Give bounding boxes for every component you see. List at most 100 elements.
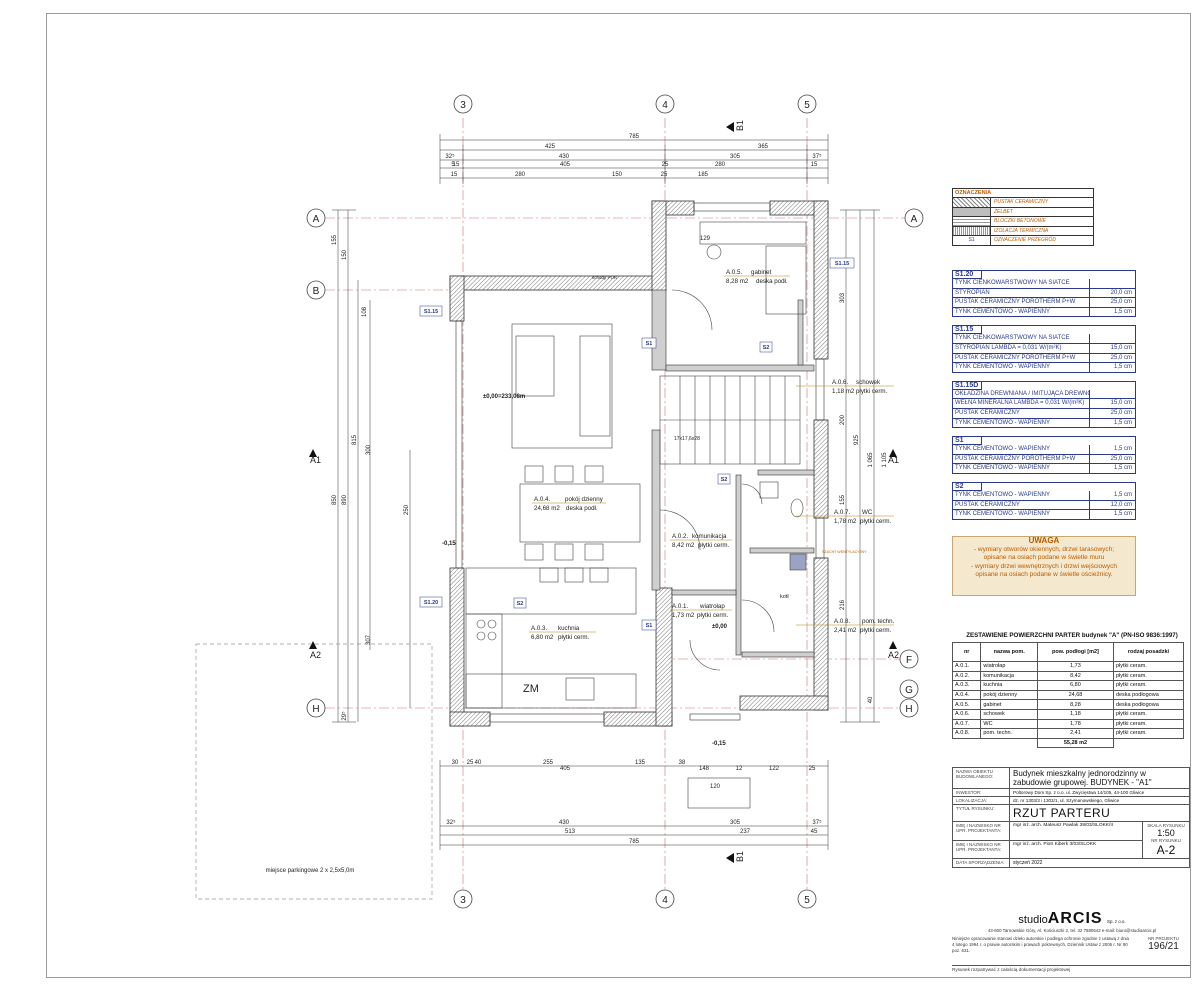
dim: 135 xyxy=(635,760,646,766)
layer-row: TYNK CIENKOWARSTWOWY NA SIATCE xyxy=(953,279,1135,289)
schedule-cell: WC xyxy=(980,718,1038,730)
schedule-cell: kuchnia xyxy=(980,680,1038,691)
schedule-cell: A.0.5. xyxy=(951,699,982,710)
layer-material: PUSTAK CERAMICZNY POROTHERM P+W xyxy=(955,299,1076,306)
dim: 40 xyxy=(475,760,482,766)
schedule-cell: A.0.4. xyxy=(951,689,982,701)
room-floor: płytki cerm. xyxy=(698,542,730,549)
room-area: 1,78 m2 xyxy=(834,518,857,525)
note-title: UWAGA xyxy=(1028,536,1060,545)
schedule-cell: A.0.8. xyxy=(951,728,982,739)
table-row: 55,28 m2 xyxy=(953,737,1184,749)
room-floor: płytki cerm. xyxy=(697,612,729,619)
schedule-header: nr xyxy=(951,642,982,662)
project-number-label: NR PROJEKTU xyxy=(1148,936,1179,941)
room-name-schowek: schowek xyxy=(856,379,881,386)
axis-label-a: A xyxy=(911,214,918,225)
dim: 15 xyxy=(453,162,460,168)
schedule-cell: 8,28 xyxy=(1036,699,1114,710)
room-id-a05: A.0.5. xyxy=(726,269,742,276)
schedule-cell: 1,78 xyxy=(1036,718,1114,730)
schedule-cell: A.0.3. xyxy=(951,680,982,691)
dim: 37⁵ xyxy=(812,153,822,160)
schedule-header: rodzaj posadzki xyxy=(1112,642,1185,662)
dim: 38 xyxy=(679,760,686,766)
dim: 25 xyxy=(467,760,474,766)
studio-logo: studioARCIS Sp. z o.o. 43-600 Tarnowskie… xyxy=(952,910,1192,936)
schedule-cell: płytki ceram. xyxy=(1112,708,1185,720)
room-area: 6,80 m2 xyxy=(531,634,554,641)
tb-label: IMIĘ I NAZWISKO NR UPR. PROJEKTANTA: xyxy=(952,821,1010,841)
room-name-wiatrolap: wiatrołap xyxy=(699,603,725,610)
schedule-header: pow. podłogi [m2] xyxy=(1036,642,1114,662)
axis-bubbles-side xyxy=(306,208,924,718)
section-label-a2: A2 xyxy=(888,650,899,660)
layer-code: S1 xyxy=(953,437,982,446)
dim: 5 xyxy=(451,162,455,168)
schedule-cell: schowek xyxy=(980,708,1038,720)
dims-right-text: 303 200 155 216 1 065 1 105 925 40 xyxy=(840,292,888,703)
layer-thickness: 1,5 cm xyxy=(1089,363,1135,372)
tb-drawing-title: RZUT PARTERU xyxy=(1009,804,1190,822)
schedule-cell: płytki ceram. xyxy=(1112,728,1185,739)
dim: 305 xyxy=(730,154,741,160)
layer-material: PUSTAK CERAMICZNY xyxy=(955,501,1020,508)
dim: 25 xyxy=(661,172,668,178)
layer-thickness: 25,0 cm xyxy=(1089,454,1135,464)
layer-material: STYROPIAN xyxy=(955,289,990,296)
dim: 30 xyxy=(452,760,459,766)
schedule-cell: A.0.2. xyxy=(951,670,982,682)
room-area: 24,68 m2 xyxy=(534,505,560,512)
wall-tag: S2 xyxy=(517,601,524,607)
dim: 890 xyxy=(342,494,348,505)
room-leaders xyxy=(529,275,894,633)
layer-code: S1.15D xyxy=(953,381,982,390)
dim: 45 xyxy=(811,829,818,835)
schedule-cell: deska podłogowa xyxy=(1112,699,1185,710)
parking-label: miejsce parkingowe 2 x 2,5x5,0m xyxy=(266,868,355,874)
axis-label-h: H xyxy=(905,704,912,715)
sheet-frame xyxy=(46,13,1191,978)
shaft-note: SZACHT WENTYLACYJNY xyxy=(822,550,867,554)
axis-label-b: B xyxy=(313,286,320,297)
room-name-kuchnia: kuchnia xyxy=(558,625,580,632)
room-name-wc: WC xyxy=(862,509,873,516)
section-label-a1: A1 xyxy=(310,455,321,465)
logo-text: studio xyxy=(1018,914,1048,926)
furniture xyxy=(465,221,807,809)
axis-label-5: 5 xyxy=(804,100,810,111)
schedule-cell: A.0.6. xyxy=(951,708,982,720)
schedule-cell: 8,42 xyxy=(1036,670,1114,682)
logo-text: ARCIS xyxy=(1047,910,1103,927)
dims-bottom-text: 30 25 40 255 405 135 38 148 12 122 25 32… xyxy=(446,760,822,845)
level-mark: ±0,00 xyxy=(712,624,728,630)
stair-note: schody PUR xyxy=(592,275,618,280)
schedule-cell: 24,68 xyxy=(1036,689,1114,701)
dim: 430 xyxy=(559,154,570,160)
tb-scale: 1:50 xyxy=(1157,828,1175,838)
layer-material: PUSTAK CERAMICZNY POROTHERM P+W xyxy=(955,354,1076,361)
schedule-cell: 6,80 xyxy=(1036,680,1114,691)
swatch-concrete xyxy=(953,207,991,216)
axis-labels-side: A B H A F G H xyxy=(312,214,917,715)
section-b1-bottom: B1 xyxy=(735,851,745,862)
logo-suffix: Sp. z o.o. xyxy=(1107,919,1126,924)
room-id-a07: A.0.7. xyxy=(834,509,850,516)
tb-checker: mgr inż. arch. Piotr Kiberk 3/03/SLOKK xyxy=(1009,839,1143,859)
swatch-insulation xyxy=(953,226,991,235)
